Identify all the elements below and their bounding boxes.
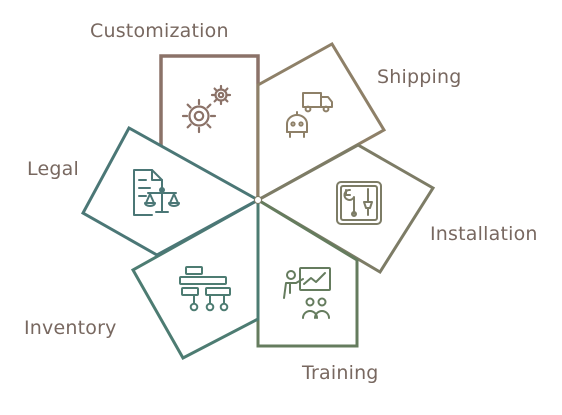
toolbox-tools-icon xyxy=(336,181,382,225)
segment-installation xyxy=(254,143,436,275)
segment-legal xyxy=(80,125,262,257)
label-customization: Customization xyxy=(90,20,229,42)
legal-document-scales-icon xyxy=(133,169,180,216)
presentation-trainer-icon xyxy=(283,267,331,319)
gears-icon xyxy=(181,84,232,134)
center-hub xyxy=(254,196,262,204)
label-legal: Legal xyxy=(27,158,79,180)
label-shipping: Shipping xyxy=(377,66,462,88)
shelf-hierarchy-icon xyxy=(179,266,231,312)
delivery-truck-robot-icon xyxy=(286,92,333,138)
label-installation: Installation xyxy=(430,223,538,245)
label-inventory: Inventory xyxy=(24,317,117,339)
label-training: Training xyxy=(302,362,379,384)
